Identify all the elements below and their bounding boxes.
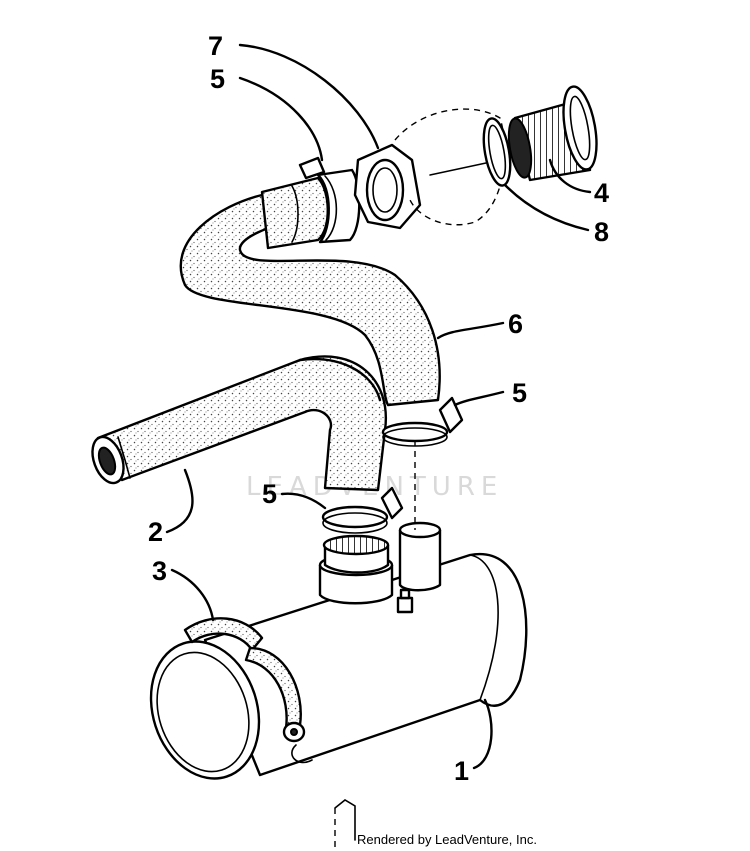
- oring-part-8: [482, 117, 512, 187]
- callout-6: 6: [508, 309, 523, 339]
- credit-text: Rendered by LeadVenture, Inc.: [357, 832, 537, 847]
- clamp-part-5-mid: [321, 486, 404, 534]
- fitting-part-4: [507, 85, 598, 182]
- callout-5-right: 5: [512, 378, 527, 408]
- clamp-part-5-right: [381, 396, 464, 447]
- leader-lines: [165, 43, 592, 770]
- hose-part-6: [179, 176, 441, 407]
- callout-5-mid: 5: [262, 479, 277, 509]
- nut-part-7: [353, 143, 422, 230]
- hose-part-2: [91, 355, 388, 492]
- strap-part-3: [183, 617, 313, 764]
- callout-1: 1: [454, 756, 469, 786]
- hose-connector: [322, 534, 390, 574]
- callout-4: 4: [594, 178, 609, 208]
- callout-2: 2: [148, 517, 163, 547]
- oring-part-8-inner: [487, 124, 507, 180]
- callout-7: 7: [208, 31, 223, 61]
- callout-8: 8: [594, 217, 609, 247]
- canister-part-1: [149, 521, 528, 851]
- callout-3: 3: [152, 556, 167, 586]
- callout-5-top: 5: [210, 64, 225, 94]
